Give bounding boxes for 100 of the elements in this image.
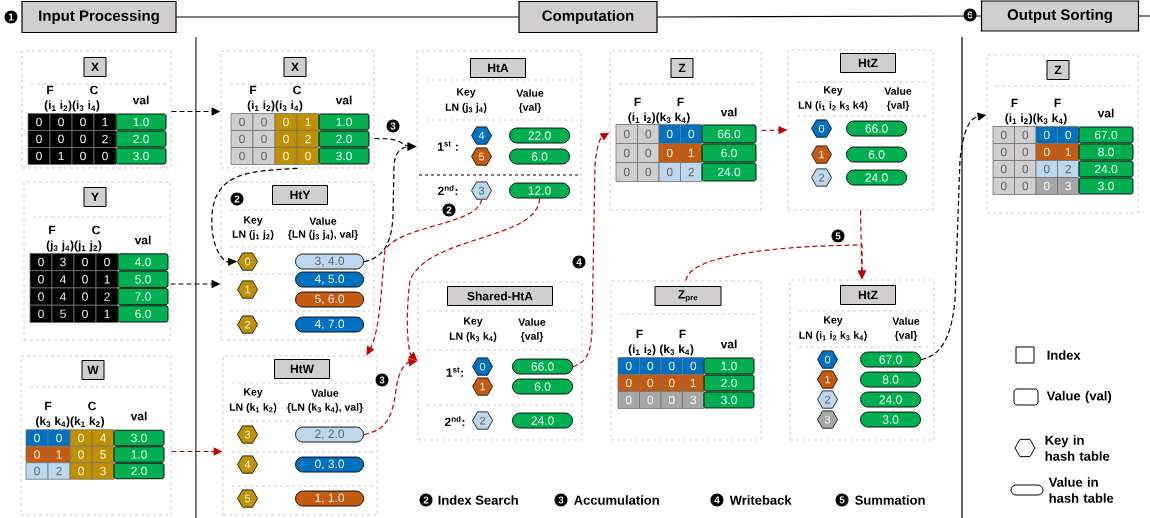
column-header: F xyxy=(49,225,56,235)
row-label: 1$^{st}$ : xyxy=(437,141,458,151)
column-header: Key xyxy=(464,317,483,327)
column-header: Value xyxy=(309,217,337,225)
column-header: C xyxy=(90,85,98,95)
index-cell: 0 xyxy=(658,143,681,163)
index-cell: 1 xyxy=(47,445,71,464)
column-header: C xyxy=(293,85,301,95)
key-hexagon: 0 xyxy=(811,119,832,138)
column-header: (k$_{3}$ k$_{4}$)(k$_{1}$ k$_{2}$) xyxy=(36,416,104,428)
index-cell: 0 xyxy=(93,147,117,165)
value-cell: 6.0 xyxy=(117,305,169,323)
column-header: LN (k$_{3}$ k$_{4}$) xyxy=(449,332,497,342)
column-header: F xyxy=(634,97,641,107)
key-hexagon: 5 xyxy=(471,147,492,166)
column-header: val xyxy=(720,107,737,117)
index-cell: 0 xyxy=(252,113,276,131)
value-pill: 2, 2.0 xyxy=(295,426,364,443)
arrow xyxy=(211,167,299,266)
index-cell: 0 xyxy=(992,143,1015,161)
title-box: X xyxy=(83,57,107,77)
step-number: 2 xyxy=(230,192,244,206)
index-cell: 0 xyxy=(639,357,662,375)
value-pill: 1, 1.0 xyxy=(295,490,364,507)
value-cell: 24.0 xyxy=(701,162,757,182)
index-cell: 0 xyxy=(29,304,53,323)
index-cell: 0 xyxy=(274,130,298,148)
key-hexagon: 2 xyxy=(472,411,493,430)
column-header: F xyxy=(677,97,684,107)
index-cell: 0 xyxy=(25,462,49,480)
index-cell: 0 xyxy=(682,357,705,375)
value-pill: 22.0 xyxy=(509,127,570,144)
column-header: F xyxy=(636,329,643,339)
index-cell: 3 xyxy=(51,252,75,272)
value-cell: 7.0 xyxy=(117,288,169,306)
index-cell: 0 xyxy=(1014,160,1037,178)
index-cell: 1 xyxy=(682,374,705,392)
column-header: LN (j$_{1}$ j$_{2}$) xyxy=(232,230,274,240)
step-number: 3 xyxy=(554,493,568,507)
index-cell: 0 xyxy=(1014,177,1037,195)
index-cell: 0 xyxy=(639,374,662,392)
index-cell: 1 xyxy=(296,113,320,131)
value-cell: 67.0 xyxy=(1078,126,1134,144)
arrow xyxy=(406,197,541,361)
value-pill: 24.0 xyxy=(860,391,921,408)
key-hexagon: 1 xyxy=(811,145,832,164)
value-cell: 5.0 xyxy=(117,270,169,288)
value-cell: 1.0 xyxy=(113,446,165,463)
column-header: Value xyxy=(516,89,544,97)
index-cell: 0 xyxy=(69,462,93,480)
value-cell: 1.0 xyxy=(703,357,755,375)
index-cell: 0 xyxy=(252,130,276,148)
index-cell: 0 xyxy=(637,124,660,144)
index-cell: 2 xyxy=(47,462,71,480)
column-header: F xyxy=(1011,98,1018,108)
index-cell: 0 xyxy=(73,252,97,272)
index-cell: 0 xyxy=(49,130,73,148)
index-cell: 0 xyxy=(637,143,660,163)
column-header: {LN (j$_{3}$ j$_{4}$), val} xyxy=(287,230,359,240)
column-header: (i$_{1}$ i$_{2}$) (k$_{3}$ k$_{4}$) xyxy=(628,344,694,356)
column-header: val xyxy=(132,95,149,105)
title-box: HtY xyxy=(272,185,328,205)
index-cell: 4 xyxy=(91,429,115,447)
index-cell: 0 xyxy=(680,124,703,144)
index-cell: 0 xyxy=(1057,126,1080,144)
step-number: 5 xyxy=(831,229,845,243)
column-header: Key xyxy=(244,388,263,398)
index-cell: 0 xyxy=(658,124,681,144)
index-cell: 0 xyxy=(73,304,97,323)
index-cell: 0 xyxy=(230,147,254,165)
column-header: LN (i$_{1}$ i$_{2}$ k$_{3}$ k$_{4}$) xyxy=(799,331,867,341)
index-cell: 0 xyxy=(660,374,683,392)
index-cell: 0 xyxy=(29,270,53,289)
key-hexagon: 3 xyxy=(817,410,838,429)
index-cell: 0 xyxy=(230,130,254,148)
value-cell: 8.0 xyxy=(1078,143,1134,161)
index-cell: 0 xyxy=(992,160,1015,178)
value-cell: 24.0 xyxy=(1078,160,1134,178)
index-cell: 0 xyxy=(29,287,53,306)
index-cell: 4 xyxy=(51,287,75,306)
value-pill: 6.0 xyxy=(509,148,570,165)
value-pill: 66.0 xyxy=(512,358,573,375)
index-cell: 1 xyxy=(93,113,117,131)
value-cell: 2.0 xyxy=(318,130,370,148)
index-cell: 0 xyxy=(615,143,638,163)
step-number: 5 xyxy=(835,493,849,507)
key-hexagon: 4 xyxy=(237,455,258,474)
key-hexagon: 1 xyxy=(237,280,258,299)
column-header: {val} xyxy=(518,103,542,113)
value-cell: 1.0 xyxy=(318,113,370,131)
value-cell: 6.0 xyxy=(701,143,757,163)
column-header: (i$_{1}$ i$_{2}$)(i$_{3}$ i$_{4}$) xyxy=(44,100,100,112)
index-cell: 1 xyxy=(95,270,119,289)
column-header: (i$_{1}$ i$_{2}$)(i$_{3}$ i$_{4}$) xyxy=(247,100,303,112)
legend-entry: Index xyxy=(1015,346,1081,364)
column-header: F xyxy=(679,329,686,339)
key-hexagon: 0 xyxy=(237,252,258,271)
key-hexagon: 1 xyxy=(817,370,838,389)
column-header: LN (k$_{1}$ k$_{2}$) xyxy=(229,403,277,413)
index-cell: 3 xyxy=(91,462,115,480)
